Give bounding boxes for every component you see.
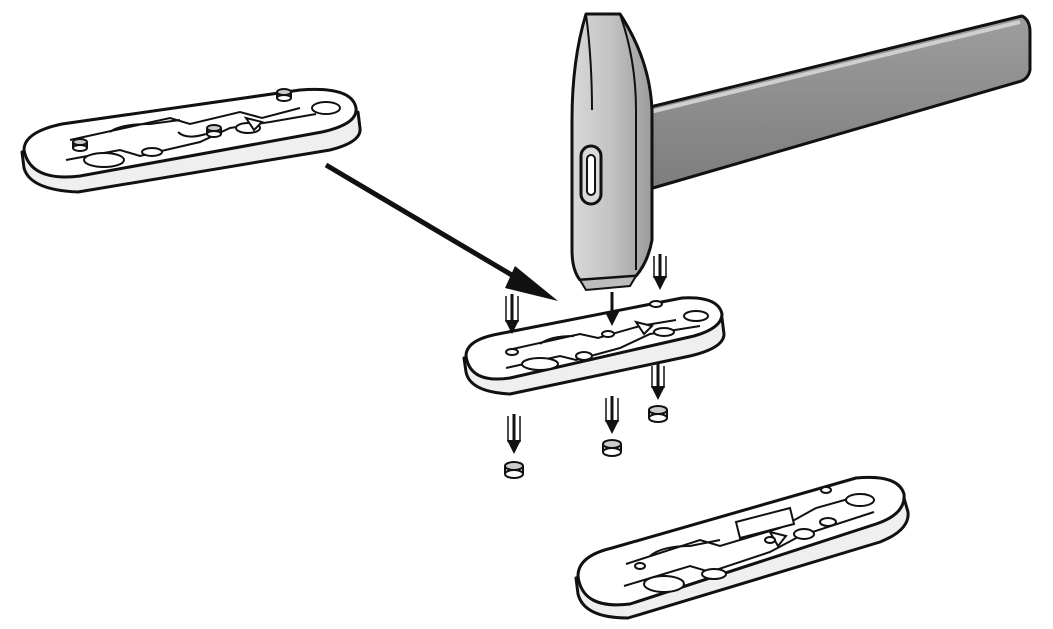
pin-arrows (505, 254, 667, 454)
down-arrow-icon (651, 364, 665, 400)
plate-being-pinned (462, 296, 726, 396)
plate-before-pins (20, 87, 362, 194)
stud (72, 138, 88, 152)
stud (206, 124, 222, 138)
stud (276, 88, 292, 102)
down-arrow-icon (605, 292, 619, 326)
down-arrow-icon (605, 396, 619, 434)
pin (504, 461, 524, 479)
pins (504, 405, 668, 479)
transition-arrow (324, 162, 558, 301)
down-arrow-icon (653, 254, 667, 290)
pin (602, 439, 622, 457)
down-arrow-icon (505, 294, 519, 334)
down-arrow-icon (507, 414, 521, 454)
pin (648, 405, 668, 423)
plate-after-pins (574, 475, 910, 620)
hammer-icon (570, 12, 1032, 292)
